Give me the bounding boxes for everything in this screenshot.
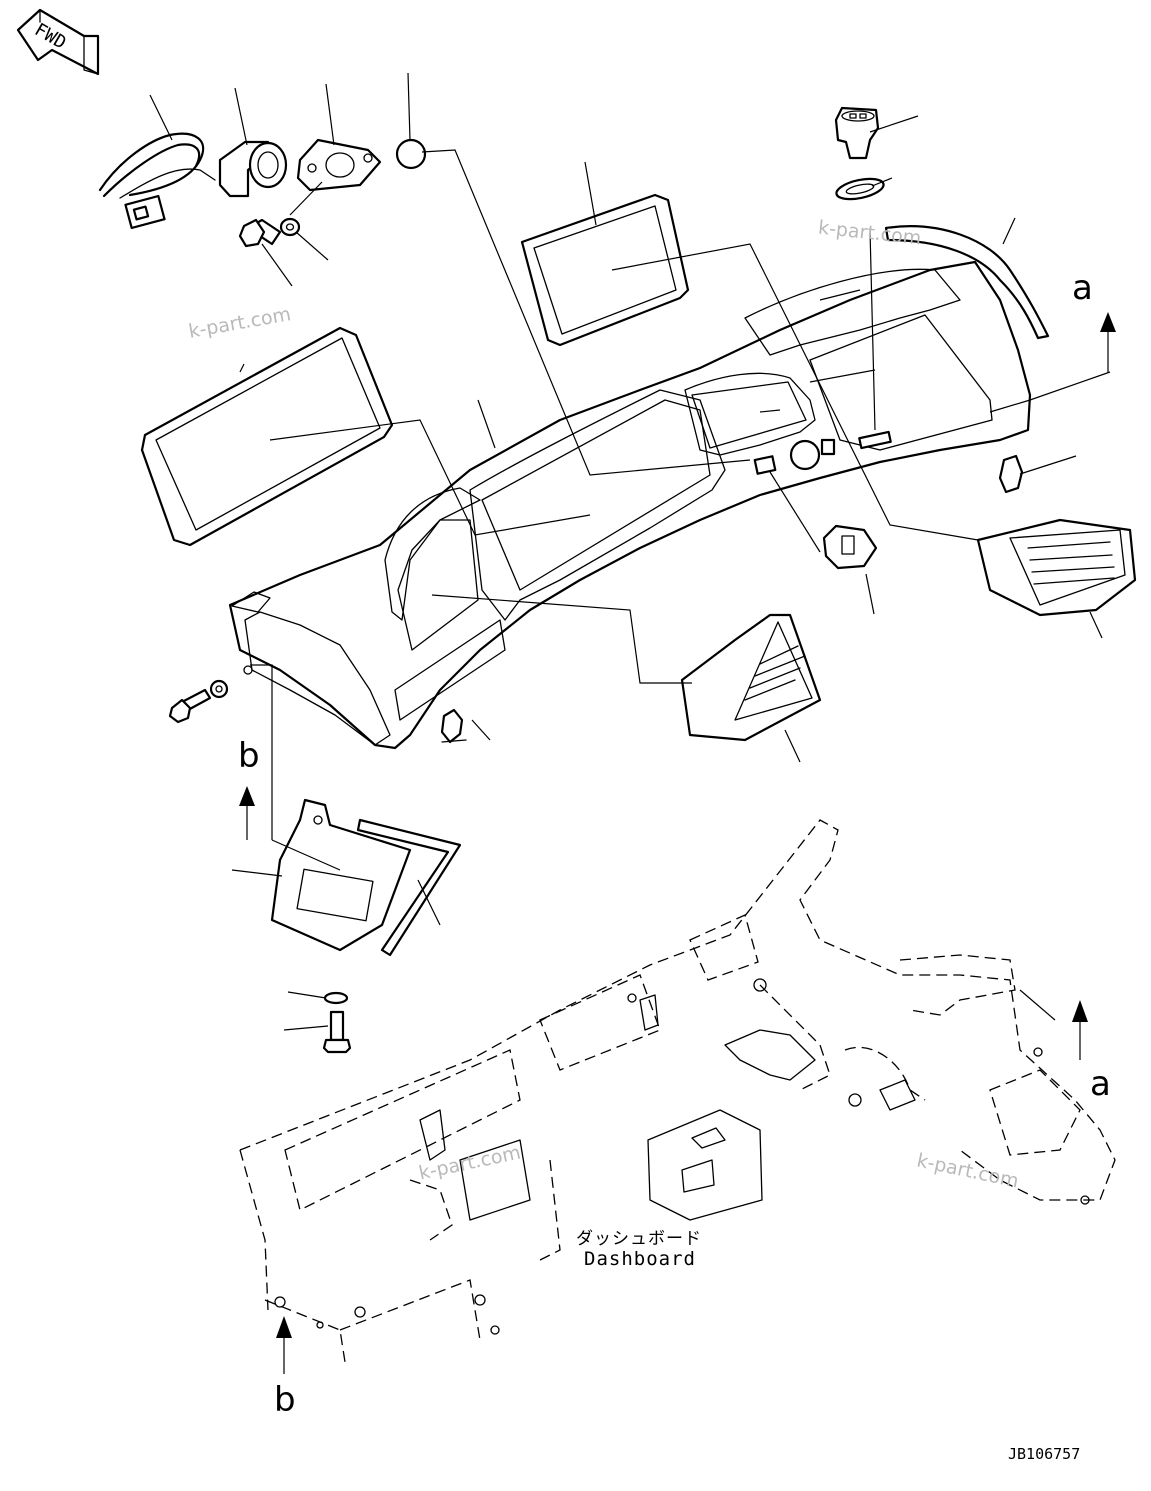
rocker-switch-icon [822, 524, 878, 570]
grommet-icon [835, 177, 885, 201]
dashboard-caption-english: Dashboard [584, 1248, 696, 1270]
view-marker-a-lower: a [1090, 1064, 1111, 1104]
dashboard-panel-icon [228, 260, 1032, 750]
switch-part-icon [218, 140, 288, 198]
bolt-icon [238, 218, 282, 248]
air-vent-right-icon [976, 518, 1137, 617]
dashboard-caption-japanese: ダッシュボード [576, 1229, 702, 1249]
bolt-left-icon [168, 688, 212, 724]
view-marker-a-upper: a [1072, 268, 1093, 308]
drawing-id: JB106757 [1008, 1445, 1081, 1463]
dashboard-frame-icon [239, 819, 1116, 1363]
clip-fastener-icon [998, 454, 1024, 494]
leader-lines [149, 72, 1111, 1031]
wiring-harness-icon [98, 132, 216, 230]
trim-strip-icon [884, 225, 1050, 340]
bracket-plate-icon [296, 138, 382, 192]
view-arrow-b-lower-icon [276, 1316, 292, 1374]
fwd-arrow-icon [16, 8, 100, 76]
window-seal-top-icon [520, 193, 690, 347]
washer-icon [279, 217, 301, 237]
view-marker-b-lower: b [274, 1380, 296, 1420]
connector-icon [834, 106, 880, 160]
view-arrow-a-upper-icon [1100, 312, 1116, 372]
window-seal-left-icon [140, 326, 394, 547]
view-marker-b-upper: b [238, 736, 260, 776]
bolt-bottom-icon [322, 1010, 352, 1054]
washer-left-icon [209, 679, 229, 699]
clip-fastener-lower-icon [440, 708, 467, 744]
cap-plug-icon [395, 138, 427, 170]
view-arrow-a-lower-icon [1072, 1000, 1088, 1060]
seal-strip-icon [356, 818, 462, 957]
view-arrow-b-upper-icon [239, 786, 255, 840]
washer-bottom-icon [323, 991, 349, 1005]
air-vent-center-icon [680, 613, 822, 742]
cover-panel-icon [270, 798, 412, 952]
